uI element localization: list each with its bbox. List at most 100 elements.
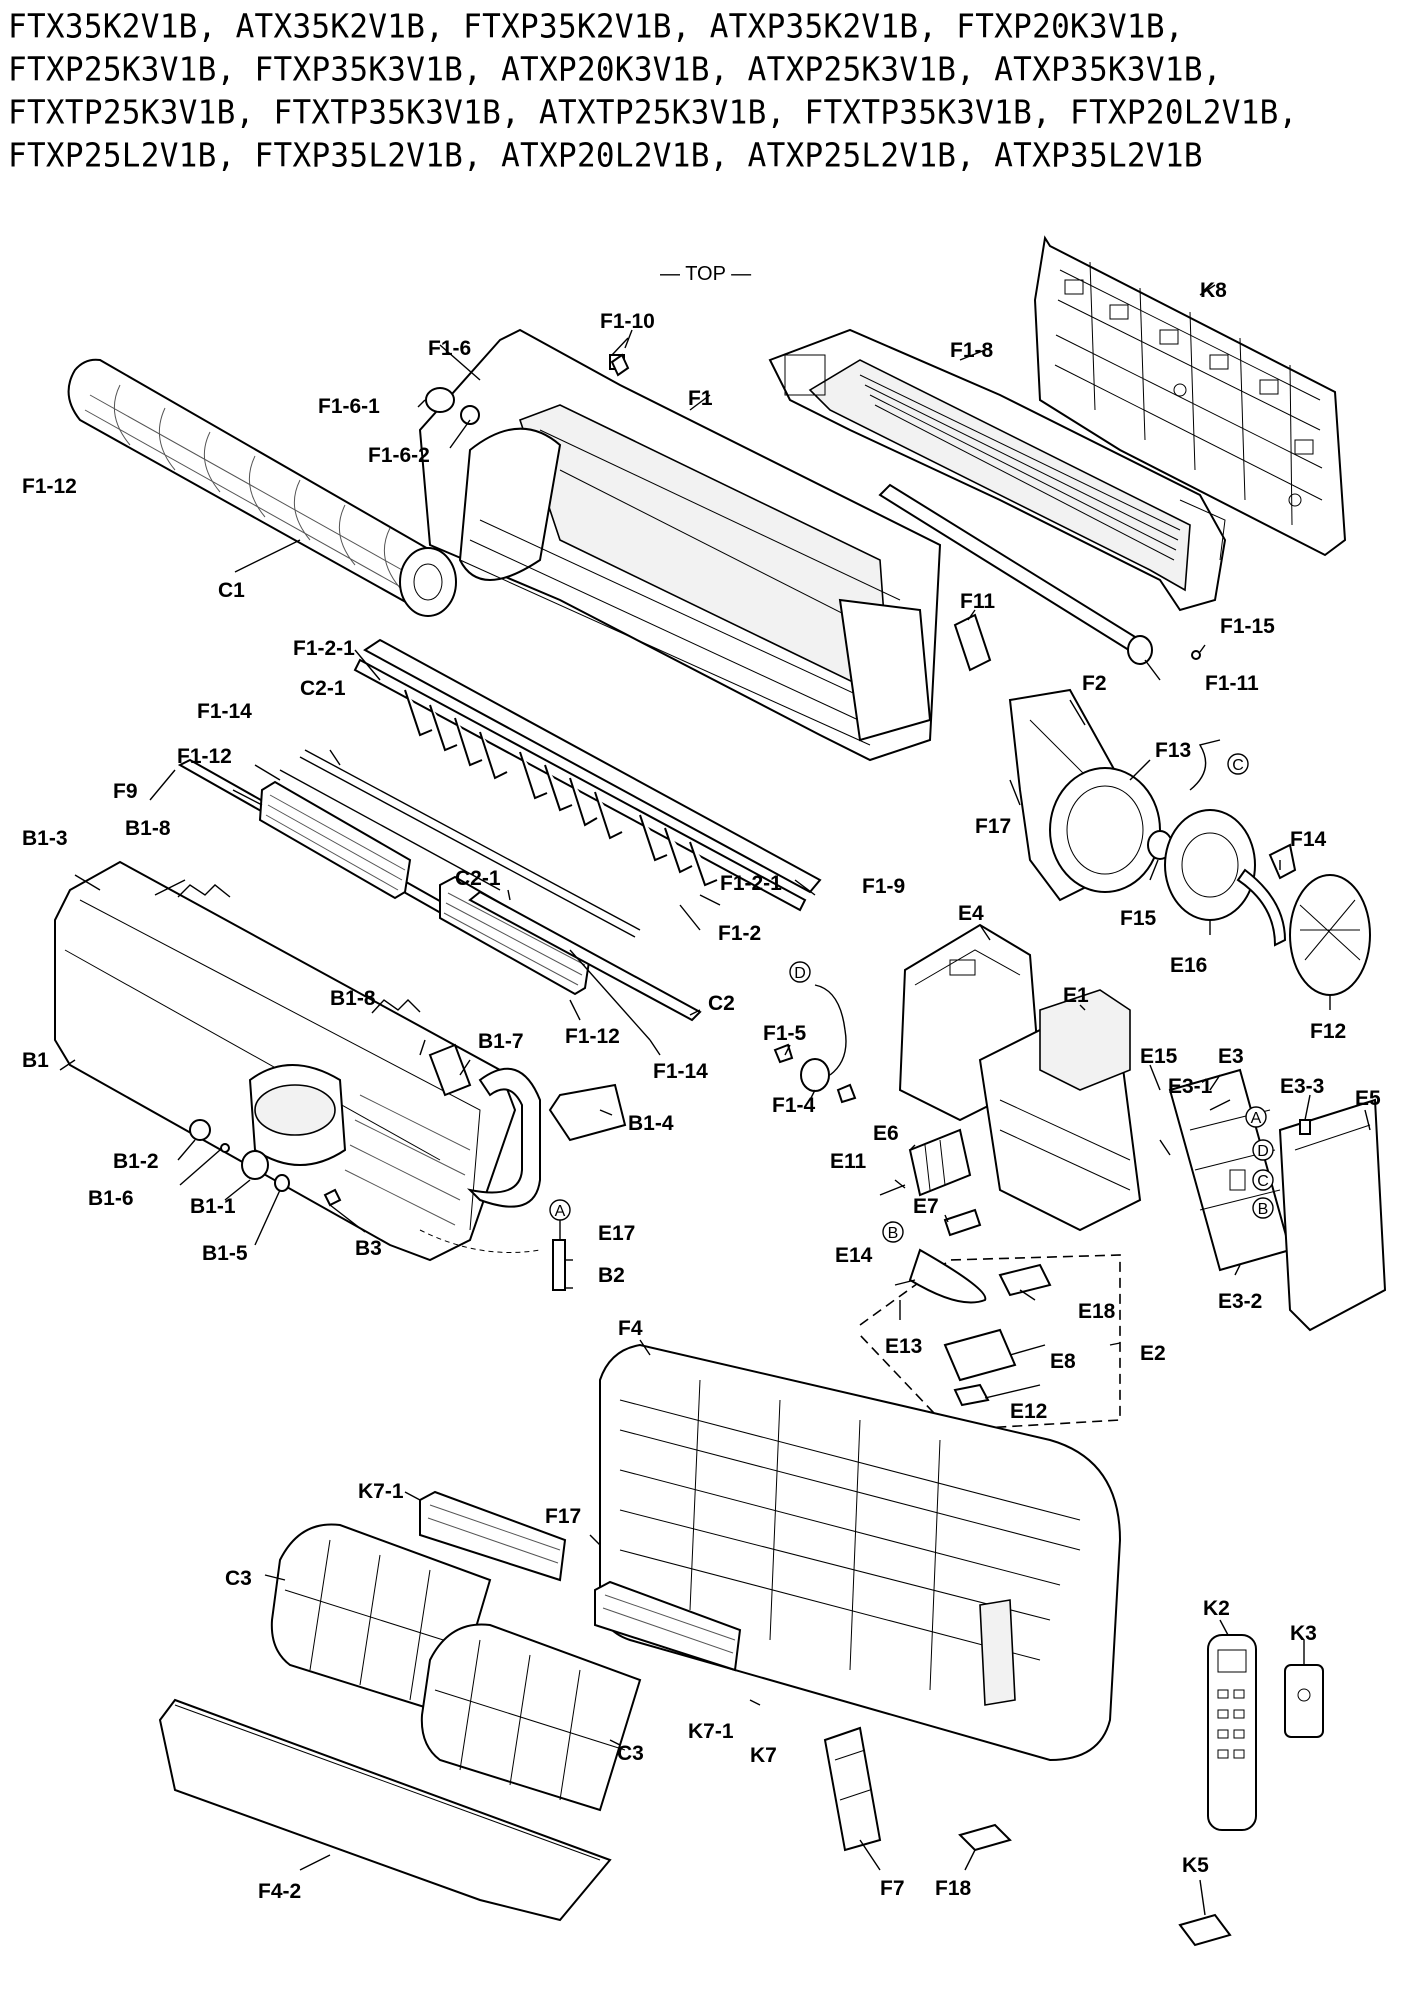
label-k7-1-low: K7-1 (688, 1720, 734, 1743)
b1-small-parts (189, 1119, 342, 1207)
f1-6-bearing (425, 387, 480, 425)
label-c1: C1 (218, 579, 245, 602)
label-e3-1: E3-1 (1168, 1075, 1213, 1098)
label-f1-12-mid: F1-12 (177, 745, 232, 768)
model-name: FTXP20K3V1B, (956, 8, 1184, 46)
f14-motor-clamp (1236, 843, 1297, 947)
f1-12-horizontal-blade-lower (439, 875, 592, 996)
model-name: FTXP25L2V1B, (8, 137, 236, 176)
model-name: ATXP25K3V1B, (747, 51, 976, 89)
label-b1: B1 (22, 1049, 49, 1072)
model-name: FTXP35L2V1B, (254, 137, 483, 176)
part-labels: F1-10 F1-6 F1-6-1 F1-6-2 F1 F1-8 K8 F1-1… (22, 279, 1381, 1903)
b1-7-cover (428, 1043, 472, 1097)
f1-11-pipe (878, 483, 1201, 665)
label-e3: E3 (1218, 1045, 1244, 1068)
label-e2: E2 (1140, 1342, 1166, 1365)
model-list-header: FTX35K2V1B, ATX35K2V1B, FTXP35K2V1B, ATX… (8, 6, 1403, 178)
piping-loop (466, 1067, 541, 1208)
label-b1-6: B1-6 (88, 1187, 134, 1210)
model-name: ATXP35K2V1B, (709, 8, 938, 46)
label-b1-4: B1-4 (628, 1112, 674, 1135)
b1-8-clip (177, 884, 421, 1014)
label-e7: E7 (913, 1195, 939, 1218)
label-f1-10: F1-10 (600, 310, 655, 333)
f1-12-horizontal-blade (258, 780, 412, 900)
label-e3-2: E3-2 (1218, 1290, 1262, 1313)
model-name: FTXP35K3V1B, (254, 51, 483, 89)
f18-sensor (958, 1823, 1012, 1852)
e11-screw (879, 1184, 906, 1196)
connector-a-right: A (1251, 1110, 1262, 1127)
k7-1-deodorizing-filter-upper (419, 1490, 567, 1582)
model-name: FTX35K2V1B, (8, 8, 217, 46)
label-e14: E14 (835, 1244, 873, 1267)
connector-c-right: C (1257, 1173, 1269, 1190)
model-name: ATXP20K3V1B, (501, 51, 729, 89)
connector-d-top: D (794, 965, 806, 982)
label-f13: F13 (1155, 739, 1191, 762)
model-name: FTXTP25K3V1B, (8, 94, 255, 132)
label-e1: E1 (1063, 984, 1089, 1007)
label-b2: B2 (598, 1264, 625, 1287)
label-e17: E17 (598, 1222, 635, 1245)
label-f9: F9 (113, 780, 138, 803)
b1-4-cap (548, 1083, 627, 1142)
label-e8: E8 (1050, 1350, 1076, 1373)
e17-b2-sensor (419, 1218, 566, 1291)
model-name: ATXP25L2V1B, (747, 137, 976, 176)
f1-10-screw (610, 329, 633, 377)
model-name: FTXP20L2V1B, (1070, 94, 1298, 132)
label-e18: E18 (1078, 1300, 1116, 1323)
label-e4: E4 (958, 902, 984, 925)
f1-14-rod (279, 769, 651, 1041)
label-k5: K5 (1182, 1854, 1209, 1877)
label-f1-15: F1-15 (1220, 615, 1275, 638)
e7-sensor (943, 1208, 982, 1237)
label-k2: K2 (1203, 1597, 1230, 1620)
label-b1-8-top: B1-8 (125, 817, 171, 840)
label-c3-right: C3 (617, 1742, 644, 1765)
label-f1-14-top: F1-14 (197, 700, 252, 723)
k5-battery (1178, 1879, 1232, 1947)
e3-3-part (1299, 1119, 1311, 1135)
label-f1-2-1-mid: F1-2-1 (720, 872, 782, 895)
model-name: FTXP35K2V1B, (463, 8, 691, 46)
model-name: ATXP20L2V1B, (501, 137, 729, 176)
connector-c-top: C (1232, 757, 1244, 774)
label-e16: E16 (1170, 954, 1207, 977)
label-f1-11: F1-11 (1205, 672, 1259, 695)
label-f1-14-low: F1-14 (653, 1060, 708, 1083)
label-f1-4: F1-4 (772, 1094, 816, 1117)
label-k7: K7 (750, 1744, 777, 1767)
connector-d-right: D (1257, 1143, 1269, 1160)
f1-main-frame (418, 328, 942, 762)
label-f1-2: F1-2 (718, 922, 761, 945)
label-b1-1: B1-1 (190, 1195, 236, 1218)
label-e12: E12 (1010, 1400, 1047, 1423)
f12-motor-cover (1289, 874, 1371, 996)
label-f15: F15 (1120, 907, 1157, 930)
k7-1-deodorizing-filter-lower (594, 1580, 742, 1672)
model-name: FTXTP35K3V1B, (273, 94, 521, 132)
label-c2-1-top: C2-1 (300, 677, 346, 700)
c3-air-filter-right (420, 1623, 642, 1812)
label-b1-2: B1-2 (113, 1150, 159, 1173)
label-b1-3: B1-3 (22, 827, 68, 850)
label-b1-5: B1-5 (202, 1242, 248, 1265)
label-c3-left: C3 (225, 1567, 252, 1590)
label-f4-2: F4-2 (258, 1880, 301, 1903)
label-f1-2-1-top: F1-2-1 (293, 637, 355, 660)
b1-front-panel (54, 860, 517, 1262)
label-c2-1-mid: C2-1 (455, 867, 501, 890)
model-name: FTXTP35K3V1B, (804, 94, 1052, 132)
e5-pcb-cover (1278, 1098, 1387, 1332)
label-f11: F11 (960, 590, 995, 613)
label-b3: B3 (355, 1237, 382, 1260)
label-b1-7: B1-7 (478, 1030, 524, 1053)
label-f1-12-low: F1-12 (565, 1025, 620, 1048)
model-name: ATXP35L2V1B (994, 137, 1203, 176)
label-f18: F18 (935, 1877, 972, 1900)
model-name: FTXP25K3V1B, (8, 51, 236, 89)
